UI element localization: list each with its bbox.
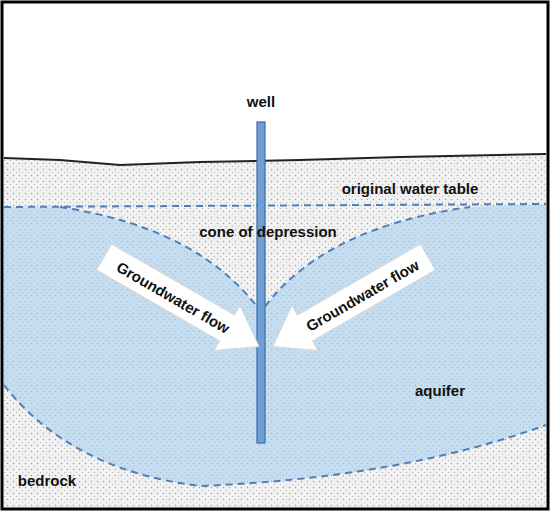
diagram-label: well [247,93,275,110]
aquifer-region [4,204,546,486]
ground-surface [4,154,546,165]
diagram-label: cone of depression [199,223,337,240]
aquifer-base-line [4,385,546,486]
diagram-label: original water table [342,180,479,197]
diagram-label: aquifer [415,382,465,399]
soil-layer [4,154,546,508]
diagram-label: bedrock [18,472,76,489]
well-pipe [257,122,265,443]
water-table-line [4,204,546,207]
